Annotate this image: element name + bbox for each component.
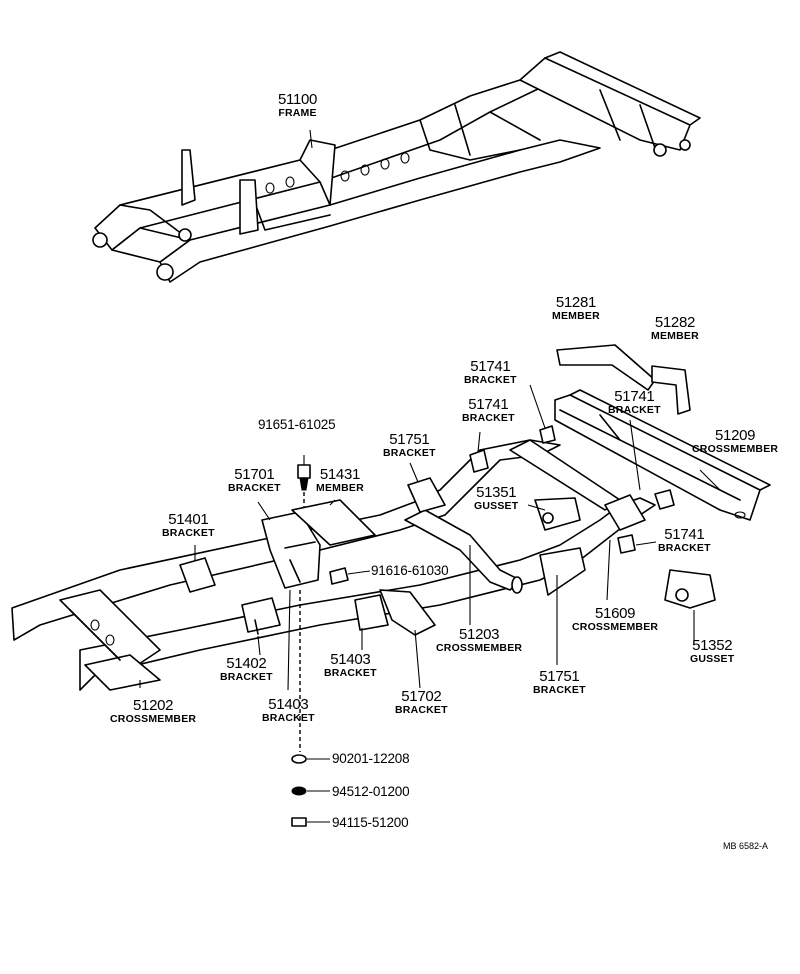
label-number: 51431 xyxy=(319,466,361,483)
label-bracket-51751-b: 51751 BRACKET xyxy=(533,669,586,696)
label-name: CROSSMEMBER xyxy=(572,620,659,633)
label-name: BRACKET xyxy=(608,403,661,416)
label-bracket-51751-a: 51751 BRACKET xyxy=(383,432,436,459)
label-number: 51741 xyxy=(664,526,705,543)
label-number: 51402 xyxy=(226,655,267,672)
label-number: 51202 xyxy=(133,697,174,714)
label-bracket-51741-a: 51741 BRACKET xyxy=(464,359,517,386)
label-number: 51702 xyxy=(401,688,442,705)
label-name: MEMBER xyxy=(552,309,600,322)
label-number: 51701 xyxy=(234,466,275,483)
label-bracket-51401: 51401 BRACKET xyxy=(162,512,215,539)
label-name: BRACKET xyxy=(462,411,515,424)
label-member-51431: 51431 MEMBER xyxy=(316,467,364,494)
label-bracket-51701: 51701 BRACKET xyxy=(228,467,281,494)
label-number: 51282 xyxy=(654,314,696,331)
label-gusset-51352: 51352 GUSSET xyxy=(690,638,734,665)
label-bracket-51403-lower: 51403 BRACKET xyxy=(262,697,315,724)
label-name: GUSSET xyxy=(690,652,735,665)
frame-assembly-drawing xyxy=(92,51,701,283)
label-bracket-51403-middle: 51403 BRACKET xyxy=(324,652,377,679)
label-number: 51609 xyxy=(595,605,636,622)
diagram-code: MB 6582-A xyxy=(723,841,769,851)
label-name: BRACKET xyxy=(324,666,377,679)
label-bracket-51402: 51402 BRACKET xyxy=(220,656,273,683)
label-number: 51209 xyxy=(715,427,756,444)
label-number: 51401 xyxy=(168,511,209,528)
label-bracket-51741-d: 51741 BRACKET xyxy=(658,527,711,554)
label-member-51281: 51281 MEMBER xyxy=(552,295,600,322)
label-name: BRACKET xyxy=(262,711,315,724)
label-number: 51741 xyxy=(470,358,511,375)
label-name: FRAME xyxy=(278,106,317,119)
label-bracket-51741-b: 51741 BRACKET xyxy=(608,389,661,416)
label-name: CROSSMEMBER xyxy=(436,641,523,654)
label-number: 51403 xyxy=(268,696,309,713)
part-number-washer-1: 90201-12208 xyxy=(332,751,410,766)
label-bracket-51702: 51702 BRACKET xyxy=(395,689,448,716)
label-number: 51352 xyxy=(692,637,733,654)
label-frame: 51100 FRAME xyxy=(278,92,317,119)
label-name: BRACKET xyxy=(220,670,273,683)
part-number-bolt-side: 91616-61030 xyxy=(371,563,449,578)
label-gusset-51351: 51351 GUSSET xyxy=(474,485,518,512)
label-number: 51203 xyxy=(459,626,500,643)
label-name: MEMBER xyxy=(316,481,364,494)
label-name: BRACKET xyxy=(383,446,436,459)
label-member-51282: 51282 MEMBER xyxy=(651,315,699,342)
label-name: MEMBER xyxy=(651,329,699,342)
label-name: BRACKET xyxy=(228,481,281,494)
label-crossmember-51203: 51203 CROSSMEMBER xyxy=(436,627,522,654)
label-number: 51100 xyxy=(278,91,318,108)
part-number-nut: 94115-51200 xyxy=(332,815,409,830)
label-name: BRACKET xyxy=(658,541,711,554)
label-crossmember-51209: 51209 CROSSMEMBER xyxy=(692,428,778,455)
label-number: 51351 xyxy=(476,484,517,501)
label-name: BRACKET xyxy=(395,703,448,716)
label-name: BRACKET xyxy=(464,373,517,386)
label-number: 51741 xyxy=(468,396,509,413)
label-name: GUSSET xyxy=(474,499,519,512)
label-number: 51751 xyxy=(539,668,580,685)
label-number: 51281 xyxy=(555,294,597,311)
label-name: CROSSMEMBER xyxy=(110,712,197,725)
label-name: BRACKET xyxy=(162,526,215,539)
label-number: 51751 xyxy=(389,431,430,448)
label-crossmember-51202: 51202 CROSSMEMBER xyxy=(110,698,196,725)
label-bracket-51741-c: 51741 BRACKET xyxy=(462,397,515,424)
part-number-bolt-top: 91651-61025 xyxy=(258,417,336,432)
label-number: 51403 xyxy=(330,651,371,668)
label-number: 51741 xyxy=(614,388,655,405)
label-name: CROSSMEMBER xyxy=(692,442,779,455)
label-name: BRACKET xyxy=(533,683,586,696)
exploded-frame-drawing xyxy=(11,344,771,827)
part-number-washer-2: 94512-01200 xyxy=(332,784,410,799)
label-crossmember-51609: 51609 CROSSMEMBER xyxy=(572,606,658,633)
